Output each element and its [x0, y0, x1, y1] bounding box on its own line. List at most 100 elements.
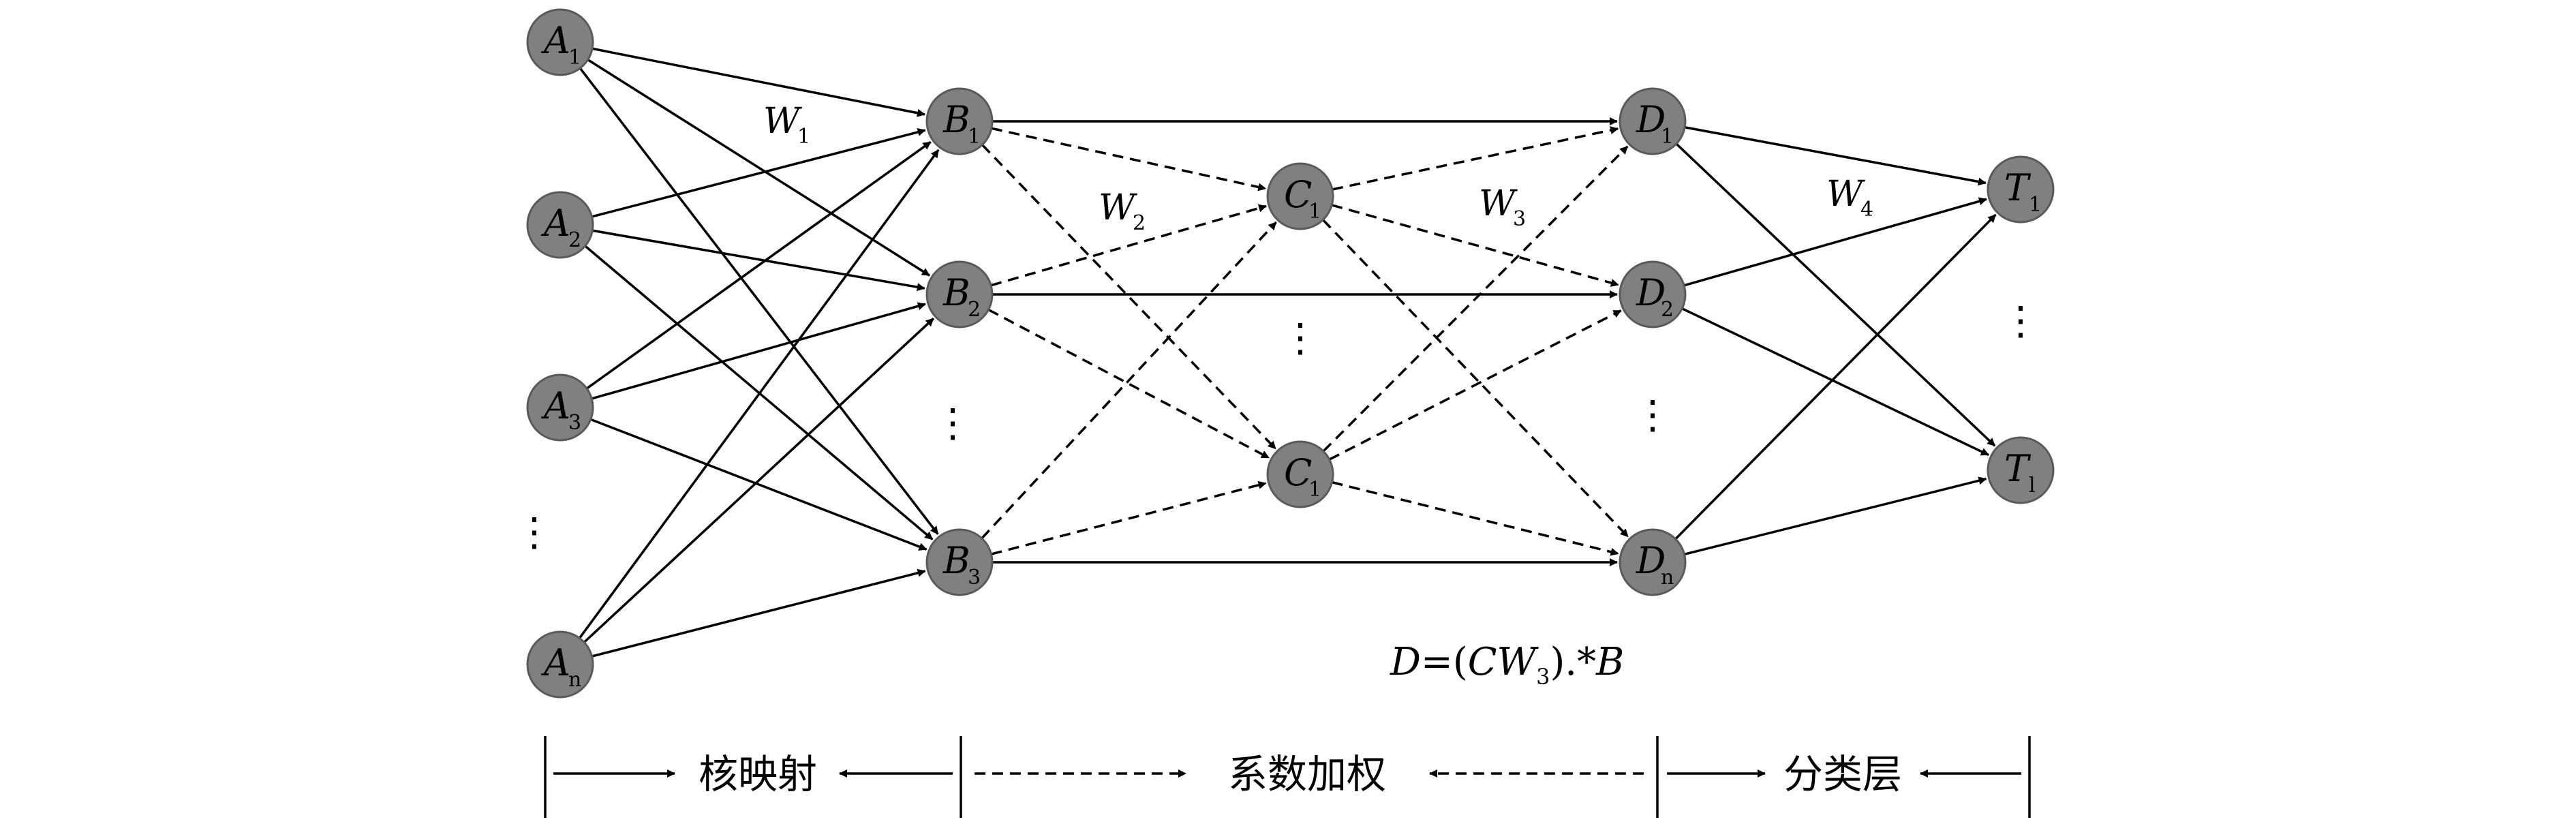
- edge-A3-B1: [585, 140, 932, 390]
- edge-An-B2: [583, 318, 935, 643]
- node-A2: A2: [526, 191, 594, 259]
- node-A1: A1: [526, 8, 594, 76]
- edge-Dn-T1: [1674, 213, 1997, 540]
- stage-bar: 核映射 系数加权 分类层: [544, 736, 2031, 818]
- edge-B3-C1b: [991, 480, 1267, 555]
- node-subscript: 2: [568, 228, 581, 252]
- svg-text:W: W: [1826, 174, 1865, 215]
- edge-C1b-D1: [1322, 145, 1629, 453]
- node-circle: [1987, 155, 2055, 224]
- node-subscript: 2: [1661, 298, 1674, 322]
- node-label: A: [540, 384, 570, 427]
- node-circle: [526, 8, 594, 76]
- weight-label-w1: W 1: [763, 101, 810, 149]
- svg-text:W: W: [1479, 183, 1518, 224]
- svg-text:4: 4: [1860, 198, 1873, 221]
- ellipsis-b: ⋮: [933, 399, 972, 446]
- weight-label-w3: W 3: [1479, 183, 1526, 231]
- node-label: A: [540, 19, 570, 62]
- node-circle: [1619, 528, 1687, 596]
- edge-B2-C1b: [987, 308, 1270, 459]
- edge-A3-B2: [591, 302, 926, 400]
- node-D1: D1: [1619, 87, 1687, 155]
- edge-A1-B2: [587, 59, 930, 277]
- node-label: D: [1636, 271, 1666, 314]
- ellipsis-t: ⋮: [2001, 297, 2040, 343]
- edge-An-B1: [579, 149, 940, 639]
- node-circle: [1266, 440, 1334, 508]
- node-circle: [526, 373, 594, 442]
- edge-B1-C1a: [991, 127, 1267, 192]
- node-subscript: n: [1661, 566, 1674, 590]
- node-B1: B1: [925, 87, 994, 155]
- node-label: A: [540, 202, 570, 245]
- svg-text:D=(CW3).*B: D=(CW3).*B: [1390, 640, 1624, 690]
- node-C1b: C1: [1266, 440, 1334, 508]
- node-circle: [526, 191, 594, 259]
- node-circle: [1987, 436, 2055, 504]
- node-B2: B2: [925, 260, 994, 328]
- node-subscript: l: [2029, 474, 2036, 498]
- node-B3: B3: [925, 528, 994, 596]
- node-circle: [925, 528, 994, 596]
- edge-D2-Tl: [1681, 307, 1989, 457]
- node-circle: [526, 630, 594, 699]
- node-subscript: n: [568, 668, 581, 692]
- svg-text:W: W: [1099, 187, 1137, 228]
- node-C1a: C1: [1266, 162, 1334, 230]
- stage-label-classification-layer: 分类层: [1783, 751, 1902, 797]
- node-subscript: 1: [1308, 200, 1321, 224]
- node-label: C: [1284, 173, 1312, 216]
- ellipsis-a: ⋮: [515, 508, 554, 555]
- node-label: T: [2004, 166, 2031, 209]
- node-label: B: [942, 271, 970, 314]
- node-label: C: [1284, 451, 1312, 494]
- node-label: T: [2004, 447, 2031, 490]
- node-label: A: [540, 641, 570, 684]
- edge-C1a-D1: [1332, 126, 1619, 191]
- node-subscript: 1: [1661, 125, 1674, 149]
- ellipsis-d: ⋮: [1633, 391, 1672, 438]
- edge-A2-B1: [592, 128, 926, 218]
- edge-C1b-Dn: [1332, 480, 1619, 556]
- ellipsis-c: ⋮: [1281, 314, 1320, 361]
- edge-A1-B1: [592, 47, 925, 117]
- node-subscript: 3: [968, 566, 981, 590]
- node-label: B: [942, 98, 970, 141]
- edge-B2-C1a: [990, 204, 1267, 287]
- node-D2: D2: [1619, 260, 1687, 328]
- svg-text:1: 1: [797, 125, 810, 149]
- svg-text:W: W: [763, 101, 802, 142]
- edge-D1-T1: [1684, 126, 1987, 186]
- stage-label-kernel-mapping: 核映射: [699, 751, 817, 797]
- node-circle: [1619, 87, 1687, 155]
- edge-A1-B3: [579, 67, 939, 535]
- node-label: D: [1636, 98, 1666, 141]
- weight-label-w2: W 2: [1099, 187, 1146, 235]
- node-circle: [925, 87, 994, 155]
- node-An: An: [526, 630, 594, 699]
- edge-B3-C1a: [981, 221, 1277, 540]
- node-subscript: 3: [568, 411, 581, 435]
- node-Dn: Dn: [1619, 528, 1687, 596]
- node-circle: [925, 260, 994, 328]
- svg-text:3: 3: [1513, 207, 1526, 231]
- edges-layer: [579, 47, 1997, 658]
- edge-D1-Tl: [1675, 142, 1996, 447]
- svg-text:2: 2: [1133, 211, 1146, 235]
- equation: D=(CW3).*B: [1390, 640, 1624, 690]
- node-label: D: [1636, 539, 1666, 582]
- node-subscript: 1: [1308, 478, 1321, 502]
- edge-An-B3: [592, 568, 926, 658]
- edge-D2-T1: [1683, 197, 1987, 287]
- edge-C1a-D2: [1331, 204, 1619, 287]
- node-subscript: 1: [968, 125, 981, 149]
- node-circle: [1266, 162, 1334, 230]
- node-subscript: 1: [2029, 193, 2042, 217]
- stage-label-coefficient-weighting: 系数加权: [1228, 751, 1386, 797]
- edge-C1b-D2: [1328, 309, 1622, 461]
- edge-C1a-Dn: [1322, 219, 1629, 538]
